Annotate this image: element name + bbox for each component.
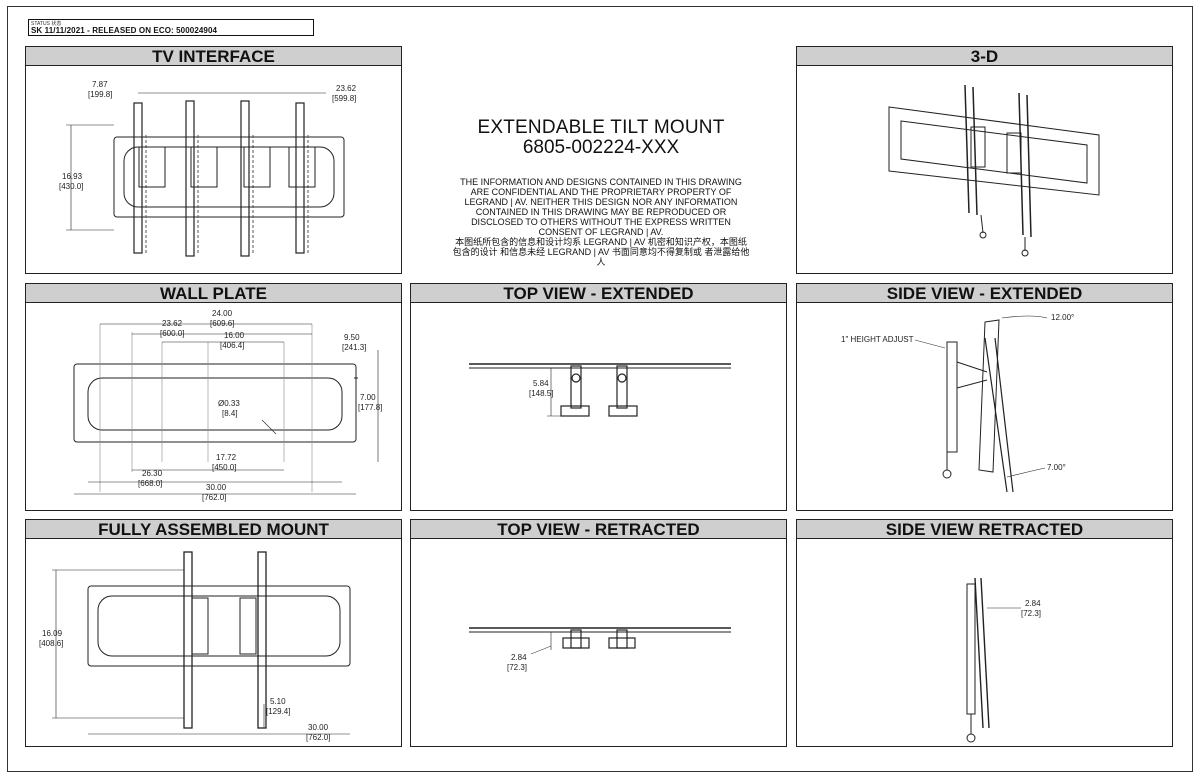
panel-title: TV INTERFACE xyxy=(26,47,401,66)
dim-g-mm: [668.0] xyxy=(138,479,162,488)
dim-depth-mm: [72.3] xyxy=(1021,609,1041,618)
dim-c-mm: [406.4] xyxy=(220,341,244,350)
side-extended-drawing: 1" HEIGHT ADJUST 12.00° 7.00° xyxy=(841,313,1074,493)
dim-depth-in: 5.84 xyxy=(533,379,549,388)
panel-side-view-extended: SIDE VIEW - EXTENDED 1" HEIGHT ADJUST 12… xyxy=(796,283,1173,511)
dim-b-in: 23.62 xyxy=(162,319,183,328)
dim-a-in: 24.00 xyxy=(212,309,233,318)
dim-g-in: 26.30 xyxy=(142,469,163,478)
side-retracted-drawing: 2.84 [72.3] xyxy=(966,577,1041,743)
dim-c-in: 16.00 xyxy=(224,331,245,340)
dim-depth-mm: [129.4] xyxy=(266,707,290,716)
dim-depth-mm: [148.5] xyxy=(529,389,553,398)
dim-height-in: 16.09 xyxy=(42,629,63,638)
panel-top-view-extended: TOP VIEW - EXTENDED 5.84 [148.5] xyxy=(410,283,787,511)
dim-depth-in: 5.10 xyxy=(270,697,286,706)
dim-f-in: 17.72 xyxy=(216,453,237,462)
panel-fully-assembled: FULLY ASSEMBLED MOUNT 16.09 [408.6] 5.10… xyxy=(25,519,402,747)
panel-3d: 3-D xyxy=(796,46,1173,274)
dim-e-in: 7.00 xyxy=(360,393,376,402)
panel-side-view-retracted: SIDE VIEW RETRACTED 2.84 [72.3] xyxy=(796,519,1173,747)
fully-assembled-drawing: 16.09 [408.6] 5.10 [129.4] 30.00 [762.0] xyxy=(39,551,351,742)
dim-width-in: 7.87 xyxy=(92,80,108,89)
dim-h-mm: [762.0] xyxy=(202,493,226,502)
dim-depth-in: 2.84 xyxy=(1025,599,1041,608)
dim-height-mm: [430.0] xyxy=(59,182,83,191)
dim-max-in: 23.62 xyxy=(336,84,357,93)
dim-b-mm: [600.0] xyxy=(160,329,184,338)
wall-plate-drawing: 24.00 [609.6] 23.62 [600.0] 16.00 [406.4… xyxy=(73,309,382,502)
dim-d-in: 9.50 xyxy=(344,333,360,342)
height-adjust-label: 1" HEIGHT ADJUST xyxy=(841,335,914,344)
tv-interface-drawing: 7.87 [199.8] 23.62 [599.8] 16.93 [430.0] xyxy=(59,80,357,257)
panel-title: SIDE VIEW RETRACTED xyxy=(797,520,1172,539)
dim-height-mm: [408.6] xyxy=(39,639,63,648)
panel-top-view-retracted: TOP VIEW - RETRACTED 2.84 [72.3] xyxy=(410,519,787,747)
dim-max-mm: [599.8] xyxy=(332,94,356,103)
panel-title: SIDE VIEW - EXTENDED xyxy=(797,284,1172,303)
panel-wall-plate: WALL PLATE 24.00 [609.6] xyxy=(25,283,402,511)
dim-hole-mm: [8.4] xyxy=(222,409,238,418)
notice-chinese: 本图纸所包含的信息和设计均系 LEGRAND | AV 机密和知识产权，本图纸包… xyxy=(452,237,750,267)
panel-title: TOP VIEW - RETRACTED xyxy=(411,520,786,539)
3d-drawing xyxy=(888,84,1100,257)
panel-title: TOP VIEW - EXTENDED xyxy=(411,284,786,303)
dim-width-mm: [762.0] xyxy=(306,733,330,742)
dim-d-mm: [241.3] xyxy=(342,343,366,352)
status-value: SK 11/11/2021 - RELEASED ON ECO: 5000249… xyxy=(31,26,218,35)
dim-depth-mm: [72.3] xyxy=(507,663,527,672)
status-label: STATUS 状态 xyxy=(31,21,62,27)
panel-title: FULLY ASSEMBLED MOUNT xyxy=(26,520,401,539)
panel-tv-interface: TV INTERFACE xyxy=(25,46,402,274)
dim-height-in: 16.93 xyxy=(62,172,83,181)
top-retracted-drawing: 2.84 [72.3] xyxy=(469,627,731,672)
dim-f-mm: [450.0] xyxy=(212,463,236,472)
dim-e-mm: [177.8] xyxy=(358,403,382,412)
dim-h-in: 30.00 xyxy=(206,483,227,492)
tilt-down-angle: 7.00° xyxy=(1047,463,1066,472)
dim-width-in: 30.00 xyxy=(308,723,329,732)
panel-title: 3-D xyxy=(797,47,1172,66)
notice-english: THE INFORMATION AND DESIGNS CONTAINED IN… xyxy=(460,177,742,237)
dim-depth-in: 2.84 xyxy=(511,653,527,662)
title-block: EXTENDABLE TILT MOUNT 6805-002224-XXX xyxy=(412,118,790,158)
product-title: EXTENDABLE TILT MOUNT xyxy=(477,117,725,138)
confidentiality-notice: THE INFORMATION AND DESIGNS CONTAINED IN… xyxy=(452,177,750,267)
tilt-up-angle: 12.00° xyxy=(1051,313,1074,322)
panel-title: WALL PLATE xyxy=(26,284,401,303)
dim-hole-in: Ø0.33 xyxy=(218,399,240,408)
part-number: 6805-002224-XXX xyxy=(522,137,680,158)
dim-a-mm: [609.6] xyxy=(210,319,234,328)
dim-width-mm: [199.8] xyxy=(88,90,112,99)
top-extended-drawing: 5.84 [148.5] xyxy=(469,363,731,417)
status-block: STATUS 状态 SK 11/11/2021 - RELEASED ON EC… xyxy=(28,19,314,36)
